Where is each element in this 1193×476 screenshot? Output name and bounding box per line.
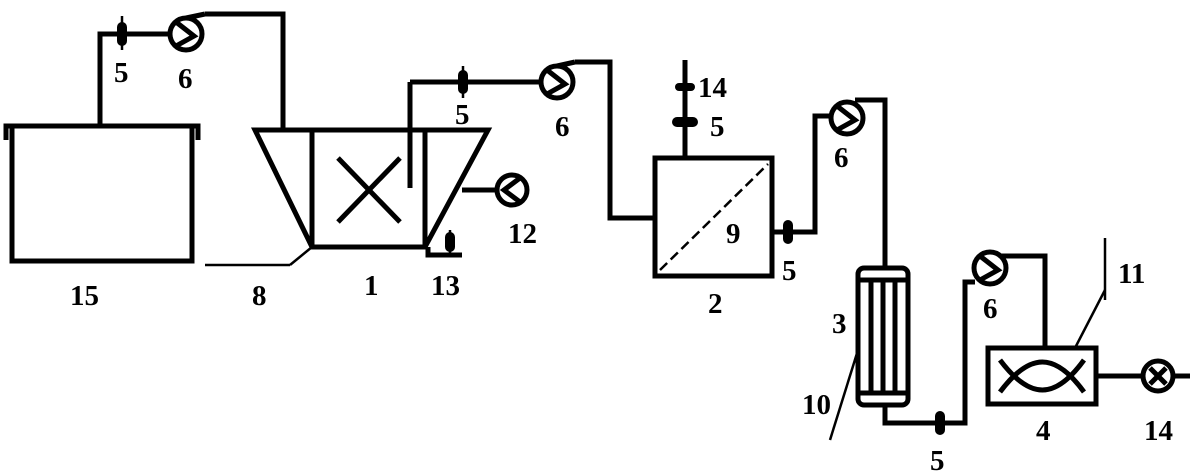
label-column-jacket: 10: [802, 389, 831, 421]
label-filter-box-inner: 9: [726, 218, 741, 250]
label-pump-mid: 6: [555, 111, 570, 143]
label-outlet-pump: 14: [1144, 415, 1173, 447]
valve-icon: [930, 411, 950, 435]
outlet-pump-icon: [1096, 358, 1190, 394]
drain-valve-icon: [425, 230, 462, 258]
valve-icon: [778, 220, 798, 244]
label-vent-valve: 14: [698, 72, 727, 104]
storage-tank: [3, 123, 201, 264]
label-exchanger: 4: [1036, 415, 1051, 447]
pump-icon: [828, 99, 866, 137]
exchanger-side-line: [1073, 289, 1107, 349]
label-valve-upper-box: 5: [710, 111, 725, 143]
label-valve-top-left: 5: [114, 57, 129, 89]
valve-icon: [458, 66, 468, 98]
pipe-column-to-exchanger: [882, 253, 1048, 426]
pump-icon: [538, 59, 576, 101]
label-valve-mid: 5: [455, 99, 470, 131]
column: [855, 265, 911, 408]
exchanger: [985, 345, 1099, 407]
label-valve-bottom: 5: [930, 445, 945, 476]
label-reactor: 1: [364, 270, 379, 302]
pipe-reactor-to-filter: [410, 59, 655, 221]
blower-icon: [462, 172, 530, 208]
filter-vent-valve: [672, 60, 698, 158]
label-drain-valve: 13: [431, 270, 460, 302]
label-filter-box: 2: [708, 288, 723, 320]
label-base-plate: 8: [252, 280, 267, 312]
label-column: 3: [832, 308, 847, 340]
column-jacket-line: [828, 349, 860, 441]
label-blower: 12: [508, 218, 537, 250]
reactor: [251, 82, 493, 250]
pump-icon: [167, 11, 206, 53]
label-valve-right-box: 5: [782, 255, 797, 287]
base-plate: [205, 246, 313, 267]
pump-icon: [971, 249, 1009, 287]
label-pump-top-left: 6: [178, 63, 193, 95]
label-exchanger-side: 11: [1118, 258, 1145, 290]
label-tank: 15: [70, 280, 99, 312]
valve-icon: [117, 16, 127, 50]
label-pump-upper-right: 6: [834, 142, 849, 174]
filter-box: [652, 155, 775, 279]
label-pump-lower-right: 6: [983, 293, 998, 325]
